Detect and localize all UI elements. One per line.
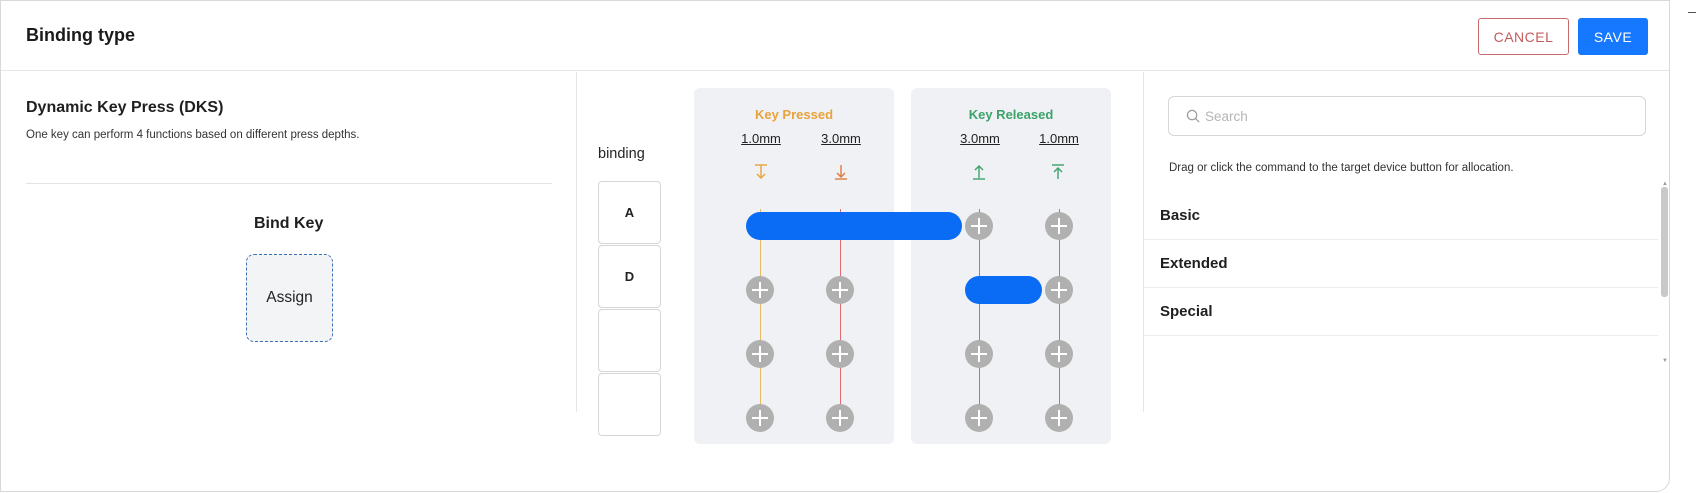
add-binding-button[interactable] xyxy=(965,212,993,240)
release-arrow-icon xyxy=(973,165,985,180)
search-input[interactable] xyxy=(1205,97,1635,135)
edge-mark xyxy=(1688,12,1696,13)
add-binding-button[interactable] xyxy=(1045,276,1073,304)
press-start-arrow-icon xyxy=(755,164,767,179)
release-top-arrow-icon xyxy=(1052,164,1064,179)
key-pressed-group xyxy=(694,88,894,444)
cancel-button[interactable]: CANCEL xyxy=(1478,18,1569,55)
dialog-header: Binding type CANCEL SAVE xyxy=(1,1,1669,71)
scroll-up-arrow-icon[interactable]: ▲ xyxy=(1662,181,1668,187)
add-binding-button[interactable] xyxy=(746,404,774,432)
dialog-title: Binding type xyxy=(26,25,135,45)
released-depth-2: 1.0mm xyxy=(1039,131,1079,146)
released-track-2 xyxy=(1059,209,1060,419)
add-binding-button[interactable] xyxy=(1045,340,1073,368)
allocation-hint: Drag or click the command to the target … xyxy=(1169,162,1514,174)
add-binding-button[interactable] xyxy=(826,276,854,304)
add-binding-button[interactable] xyxy=(826,404,854,432)
search-icon xyxy=(1186,109,1200,123)
category-label: Special xyxy=(1160,303,1213,320)
key-pressed-title: Key Pressed xyxy=(754,107,834,122)
released-track-1 xyxy=(979,209,980,419)
mode-description: One key can perform 4 functions based on… xyxy=(26,129,360,141)
bind-key-label: Bind Key xyxy=(254,215,324,232)
binding-slot-1[interactable]: A xyxy=(598,181,661,244)
add-binding-button[interactable] xyxy=(1045,212,1073,240)
mode-panel: Dynamic Key Press (DKS) One key can perf… xyxy=(1,72,575,412)
key-released-group xyxy=(911,88,1111,444)
pressed-depth-2: 3.0mm xyxy=(821,131,861,146)
add-binding-button[interactable] xyxy=(746,340,774,368)
add-binding-button[interactable] xyxy=(826,340,854,368)
category-label: Extended xyxy=(1160,255,1228,272)
add-binding-button[interactable] xyxy=(746,276,774,304)
binding-slot-label: A xyxy=(624,205,635,220)
binding-bar-a[interactable] xyxy=(746,212,962,240)
panel-divider xyxy=(1143,72,1144,412)
binding-slot-3[interactable] xyxy=(598,309,661,372)
assign-key-slot[interactable]: Assign xyxy=(246,254,333,342)
save-button[interactable]: SAVE xyxy=(1578,18,1648,55)
add-binding-button[interactable] xyxy=(1045,404,1073,432)
pressed-depth-1: 1.0mm xyxy=(741,131,781,146)
category-label: Basic xyxy=(1160,207,1201,224)
assign-label: Assign xyxy=(266,289,313,306)
pressed-track-2 xyxy=(840,209,841,419)
category-special[interactable]: Special xyxy=(1144,288,1658,336)
add-binding-button[interactable] xyxy=(965,404,993,432)
category-extended[interactable]: Extended xyxy=(1144,240,1658,288)
released-depth-1: 3.0mm xyxy=(960,131,1000,146)
panel-divider xyxy=(576,72,577,412)
binding-slot-2[interactable]: D xyxy=(598,245,661,308)
divider xyxy=(26,183,552,184)
search-box xyxy=(1168,96,1646,136)
binding-slot-4[interactable] xyxy=(598,373,661,436)
scrollbar-thumb[interactable] xyxy=(1661,187,1668,297)
binding-label: binding xyxy=(598,146,645,162)
binding-bar-d[interactable] xyxy=(965,276,1042,304)
mode-title: Dynamic Key Press (DKS) xyxy=(26,99,224,116)
key-released-title: Key Released xyxy=(968,107,1054,122)
pressed-track-1 xyxy=(760,209,761,419)
scroll-down-arrow-icon[interactable]: ▼ xyxy=(1662,358,1668,364)
add-binding-button[interactable] xyxy=(965,340,993,368)
press-bottom-arrow-icon xyxy=(835,165,847,180)
category-basic[interactable]: Basic xyxy=(1144,192,1658,240)
binding-slot-label: D xyxy=(624,269,635,284)
